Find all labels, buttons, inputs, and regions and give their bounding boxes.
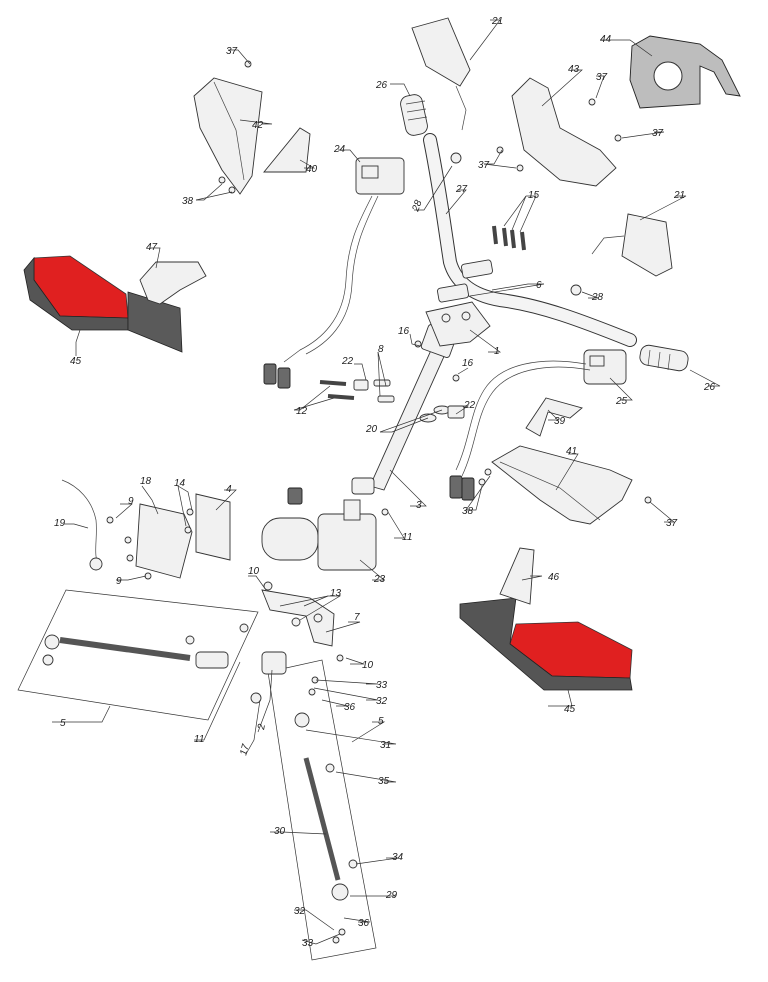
callout-11-a: 11 — [402, 532, 412, 543]
eps-motor — [261, 487, 377, 571]
callout-33-b: 33 — [302, 938, 314, 949]
callout-7: 7 — [354, 612, 360, 623]
callout-19: 19 — [54, 518, 66, 529]
callout-45-left: 45 — [70, 356, 82, 367]
callout-24: 24 — [333, 144, 346, 155]
callout-2: 2 — [256, 723, 268, 732]
callout-10-b: 10 — [362, 660, 374, 671]
callout-20: 20 — [365, 424, 378, 435]
callout-31: 31 — [380, 740, 391, 751]
callout-36-a: 36 — [344, 702, 356, 713]
callout-43: 43 — [568, 64, 580, 75]
handguard-cover-right — [511, 77, 617, 187]
callout-42: 42 — [252, 120, 264, 131]
handguard-right — [491, 445, 633, 525]
callout-37-b: 37 — [596, 72, 608, 83]
callout-21-b: 21 — [673, 190, 685, 201]
callout-25: 25 — [615, 396, 628, 407]
callout-40: 40 — [306, 164, 318, 175]
grips — [400, 94, 689, 372]
callout-28-a: 28 — [410, 198, 425, 214]
callout-23: 23 — [373, 574, 386, 585]
callout-38-b: 38 — [462, 506, 474, 517]
callout-33-a: 33 — [376, 680, 388, 691]
callout-9-b: 9 — [116, 576, 122, 587]
mirrors — [411, 17, 673, 277]
callout-37-a: 37 — [226, 46, 238, 57]
callout-26-a: 26 — [375, 80, 388, 91]
callout-21-a: 21 — [491, 16, 503, 27]
callout-46: 46 — [548, 572, 560, 583]
callout-16-a: 16 — [398, 326, 410, 337]
fasteners — [106, 60, 652, 944]
callout-28-b: 28 — [591, 292, 604, 303]
callout-22-b: 22 — [463, 400, 476, 411]
callout-1: 1 — [494, 346, 500, 357]
callout-37-e: 37 — [666, 518, 678, 529]
callout-3: 3 — [416, 500, 422, 511]
brackets — [263, 35, 741, 437]
callout-14: 14 — [174, 478, 186, 489]
red-guard-plate-left — [23, 255, 207, 353]
pitman-arm — [250, 651, 287, 704]
callout-26-b: 26 — [703, 382, 716, 393]
callout-18: 18 — [140, 476, 152, 487]
switch-housings — [355, 157, 627, 385]
wiring — [263, 195, 591, 501]
callout-15: 15 — [528, 190, 540, 201]
eps-controller — [61, 479, 231, 579]
callout-45-right: 45 — [564, 704, 576, 715]
callout-41: 41 — [566, 446, 577, 457]
handlebar-clamp — [425, 301, 491, 347]
callout-32-b: 32 — [294, 906, 306, 917]
callout-30: 30 — [274, 826, 286, 837]
handguard-left — [193, 77, 263, 195]
callout-44: 44 — [600, 34, 612, 45]
callout-47: 47 — [146, 242, 158, 253]
red-guard-plate-right — [459, 547, 633, 691]
callout-37-c: 37 — [652, 128, 664, 139]
clamp-caps — [437, 259, 493, 303]
callout-37-d: 37 — [478, 160, 490, 171]
callout-11-b: 11 — [194, 734, 204, 745]
callout-labels: 1 2 3 4 5 5 6 7 8 9 9 10 10 11 11 12 13 … — [54, 16, 716, 949]
callout-8: 8 — [378, 344, 384, 355]
callout-27: 27 — [455, 184, 468, 195]
callout-5-right: 5 — [378, 716, 384, 727]
callout-35: 35 — [378, 776, 390, 787]
callout-38-a: 38 — [182, 196, 194, 207]
callout-17: 17 — [238, 743, 252, 757]
callout-22-a: 22 — [341, 356, 354, 367]
callout-5-left: 5 — [60, 718, 66, 729]
callout-4: 4 — [226, 484, 232, 495]
tie-rod-assembly-left — [17, 589, 259, 721]
tie-rod-assembly-right — [267, 659, 377, 961]
leader-lines — [52, 19, 721, 945]
callout-39: 39 — [554, 416, 566, 427]
callout-36-b: 36 — [358, 918, 370, 929]
callout-10-a: 10 — [248, 566, 260, 577]
callout-9-a: 9 — [128, 496, 134, 507]
callout-12: 12 — [296, 406, 308, 417]
callout-6: 6 — [536, 280, 542, 291]
callout-29: 29 — [385, 890, 398, 901]
callout-32-a: 32 — [376, 696, 388, 707]
callout-34: 34 — [392, 852, 404, 863]
callout-13: 13 — [330, 588, 342, 599]
motor-bracket — [261, 581, 335, 647]
callout-16-b: 16 — [462, 358, 474, 369]
